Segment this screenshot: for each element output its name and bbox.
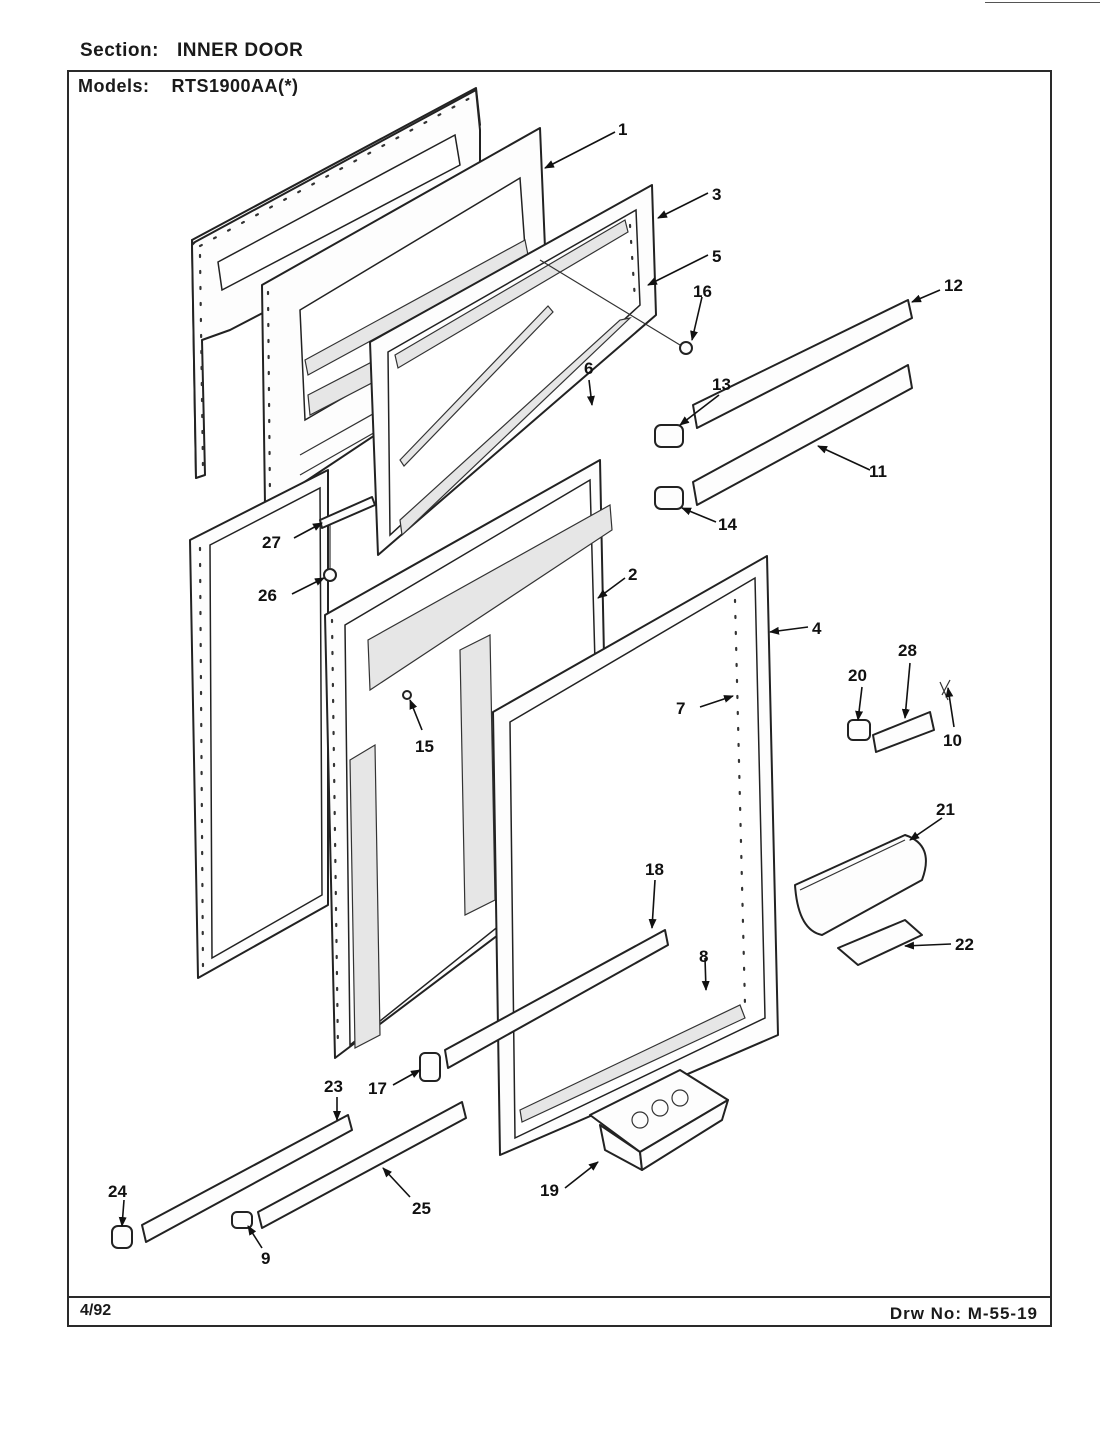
screw-26 — [323, 520, 337, 582]
callout-21: 21 — [936, 800, 955, 819]
callout-26: 26 — [258, 586, 277, 605]
callout-2: 2 — [628, 565, 637, 584]
callout-6: 6 — [584, 359, 593, 378]
models-heading: Models: RTS1900AA(*) — [78, 76, 299, 97]
drawing-frame — [67, 70, 1052, 1327]
bar-28 — [872, 711, 935, 753]
models-value: RTS1900AA(*) — [171, 76, 299, 96]
callout-18: 18 — [645, 860, 664, 879]
freezer-shelf-bars — [692, 299, 913, 506]
callout-1: 1 — [618, 120, 627, 139]
bar-18 — [444, 929, 669, 1069]
leader-lines — [118, 131, 955, 1249]
callout-24: 24 — [108, 1182, 127, 1201]
fresh-food-door-panel — [189, 469, 329, 979]
models-label: Models: — [78, 76, 150, 96]
callout-19: 19 — [540, 1181, 559, 1200]
callout-10: 10 — [943, 731, 962, 750]
callout-11: 11 — [869, 462, 887, 481]
callout-12: 12 — [944, 276, 963, 295]
dairy-door-21 — [794, 834, 927, 936]
end-cap-14 — [654, 486, 684, 510]
egg-bin-19 — [589, 1069, 729, 1171]
top-edge-rule — [985, 2, 1100, 3]
callout-28: 28 — [898, 641, 917, 660]
callout-3: 3 — [712, 185, 721, 204]
end-cap-20 — [847, 719, 871, 741]
bar-23 — [141, 1114, 353, 1243]
callout-labels: 1 3 5 16 12 6 13 11 14 27 26 2 4 15 7 20… — [108, 120, 974, 1268]
screw-16 — [539, 259, 693, 355]
freezer-gasket — [369, 184, 657, 556]
callout-15: 15 — [415, 737, 434, 756]
callout-16: 16 — [693, 282, 712, 301]
callout-14: 14 — [718, 515, 737, 534]
callout-22: 22 — [955, 935, 974, 954]
section-heading: Section: INNER DOOR — [80, 40, 303, 62]
drawing-date: 4/92 — [80, 1302, 112, 1319]
footer-rule — [67, 1296, 1052, 1298]
section-value: INNER DOOR — [176, 40, 304, 61]
end-cap-17 — [419, 1052, 441, 1082]
end-cap-24 — [111, 1225, 133, 1249]
callout-17: 17 — [368, 1079, 387, 1098]
callout-8: 8 — [699, 947, 708, 966]
end-cap-9 — [231, 1211, 253, 1229]
freezer-door-panel — [191, 87, 481, 479]
callout-13: 13 — [712, 375, 731, 394]
bar-25 — [257, 1101, 467, 1229]
section-label: Section: — [80, 40, 159, 61]
drawing-number: Drw No: M-55-19 — [889, 1304, 1038, 1323]
callout-20: 20 — [848, 666, 867, 685]
callout-5: 5 — [712, 247, 721, 266]
end-cap-13 — [654, 424, 684, 448]
dairy-tray-22 — [837, 919, 923, 966]
callout-27: 27 — [262, 533, 281, 552]
callout-4: 4 — [812, 619, 822, 638]
callout-7: 7 — [676, 699, 685, 718]
plug-15 — [402, 690, 412, 700]
fresh-food-inner-liner — [324, 459, 613, 1059]
callout-9: 9 — [261, 1249, 270, 1268]
callout-25: 25 — [412, 1199, 431, 1218]
callout-23: 23 — [324, 1077, 343, 1096]
